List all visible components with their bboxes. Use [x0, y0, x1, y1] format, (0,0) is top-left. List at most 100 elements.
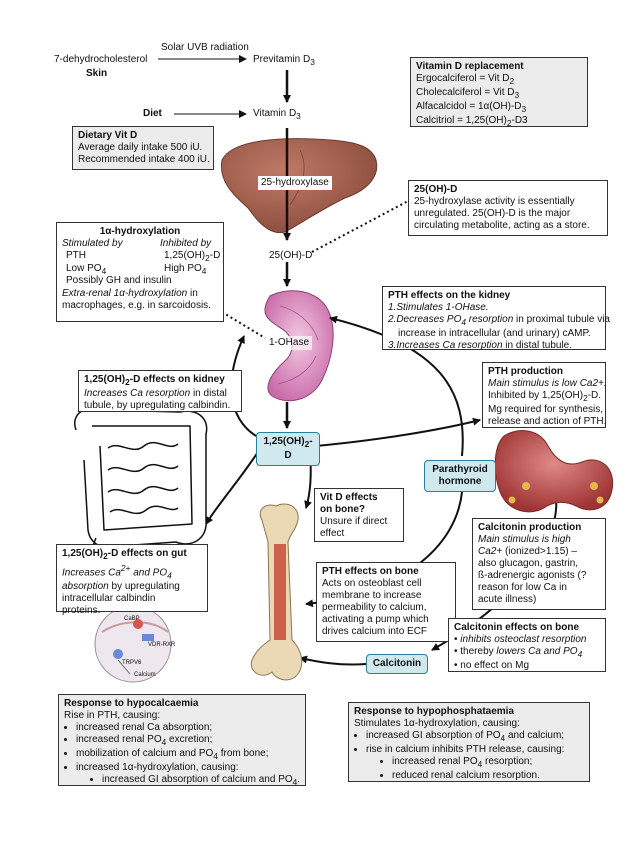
calcitonin-production-line: acute illness) — [478, 594, 537, 605]
inhibited-by-head: Inhibited by — [160, 238, 212, 249]
extra-renal-line: macrophages, e.g. in sarcoidosis. — [62, 300, 211, 311]
oh-d-title: 25(OH)-D — [414, 184, 458, 195]
diet-label: Diet — [143, 108, 162, 119]
oh-d-box: 25(OH)-D 25-hydroxylase activity is esse… — [408, 180, 608, 236]
dietary-line: Recommended intake 400 iU. — [78, 154, 210, 165]
calcitriol-node: 1,25(OH)2-D — [256, 432, 320, 466]
stim-pth: PTH — [66, 250, 86, 261]
dietary-vit-d-box: Dietary Vit D Average daily intake 500 i… — [72, 126, 214, 170]
oh-d-line: circulating metabolite, acting as a stor… — [414, 220, 590, 231]
hypocalcaemia-intro: Rise in PTH, causing: — [64, 710, 161, 721]
hypophosphataemia-intro: Stimulates 1α-hydroxylation, causing: — [354, 718, 520, 729]
pth-production-line: release and action of PTH. — [488, 416, 607, 427]
calcitonin-production-line: also glucagon, gastrin, — [478, 558, 579, 569]
hydroxylation-table: Stimulated by Inhibited by PTH 1,25(OH)2… — [62, 238, 221, 286]
calcitriol-gut-line: absorption by upregulating — [62, 581, 180, 593]
calcitonin-production-title: Calcitonin production — [478, 522, 582, 533]
calcitriol-gut-line: intracellular calbindin — [62, 593, 156, 605]
vitamin-d-replacement-box: Vitamin D replacement Ergocalciferol = V… — [410, 57, 588, 128]
calcitonin-bone-box: Calcitonin effects on bone • inhibits os… — [448, 618, 606, 672]
hydroxylation-box: 1α-hydroxylation Stimulated by Inhibited… — [56, 222, 224, 322]
pth-bone-line: drives calcium into ECF — [322, 626, 428, 637]
replacement-row: Ergocalciferol = Vit D2 — [416, 73, 515, 86]
pth-kidney-line: increase in intracellular (and urinary) … — [398, 328, 591, 339]
pth-kidney-line: 2.Decreases PO4 resorption in proximal t… — [388, 314, 610, 327]
calcitriol-gut-title: 1,25(OH)2-D effects on gut — [62, 548, 187, 561]
inhib-calcitriol: 1,25(OH)2-D — [164, 250, 221, 263]
pth-to-kidney-arrow — [329, 315, 464, 457]
parathyroid-hormone-node: Parathyroid hormone — [424, 460, 496, 492]
pth-production-line: Mg required for synthesis, — [488, 404, 604, 415]
pth-kidney-line: 3.Increases Ca resorption in distal tubu… — [388, 340, 573, 351]
hydroxylation-title: 1α-hydroxylation — [99, 226, 181, 237]
calcitonin-production-box: Calcitonin production Main stimulus is h… — [472, 518, 606, 610]
hydroxylase-25-label: 25-hydroxylase — [258, 176, 332, 190]
vit-d-bone-box: Vit D effects on bone? Unsure if direct … — [314, 488, 404, 542]
hypophosphataemia-subbullet: reduced renal calcium resorption. — [392, 770, 584, 782]
hypocalcaemia-bullet: increased 1α-hydroxylation, causing: — [76, 762, 300, 774]
calcitonin-production-line: ß-adrenergic agonists (? — [478, 570, 587, 581]
femur-icon — [250, 503, 303, 681]
calcitriol-to-parathyroid-arrow — [315, 417, 481, 447]
replacement-row: Cholecalciferol = Vit D3 — [416, 87, 520, 100]
calcitonin-production-line: reason for low Ca in — [478, 582, 567, 593]
pth-bone-line: activating a pump which — [322, 614, 429, 625]
hypophosphataemia-subbullet: increased renal PO4 resorption; — [392, 756, 584, 770]
thyroid-icon — [494, 430, 614, 513]
calcitriol-to-gut-arrow — [205, 445, 263, 525]
hydroxylation-dotted-link — [221, 311, 266, 339]
solar-uvb-label: Solar UVB radiation — [161, 42, 249, 53]
vit-d-bone-title: on bone? — [320, 504, 365, 515]
hypocalcaemia-box: Response to hypocalcaemia Rise in PTH, c… — [58, 694, 306, 788]
inset-vdr-label: VDR-RXR — [148, 642, 176, 648]
replacement-row: Alfacalcidol = 1α(OH)-D3 — [416, 101, 527, 114]
oh-d-25-label: 25(OH)-D — [269, 250, 313, 261]
extra-renal-line: Extra-renal 1α-hydroxylation in — [62, 288, 198, 299]
vitamin-d-replacement-title: Vitamin D replacement — [416, 61, 524, 72]
calcitonin-production-line: Main stimulus is high — [478, 534, 571, 545]
dietary-line: Average daily intake 500 iU. — [78, 142, 203, 153]
vit-d-bone-line: effect — [320, 528, 345, 539]
calcitonin-node: Calcitonin — [366, 654, 428, 674]
pth-production-line: Inhibited by 1,25(OH)2-D. — [488, 390, 602, 403]
calcitonin-bone-title: Calcitonin effects on bone — [454, 622, 580, 633]
oh-d-line: 25-hydroxylase activity is essentially — [414, 196, 575, 207]
calcitriol-kidney-line: Increases Ca resorption in distal — [84, 388, 227, 399]
hypophosphataemia-box: Response to hypophosphataemia Stimulates… — [348, 702, 590, 782]
stim-gh: Possibly GH and insulin — [66, 275, 172, 286]
pth-production-line: Main stimulus is low Ca2+. — [488, 378, 607, 389]
pth-bone-line: Acts on osteoblast cell — [322, 578, 422, 589]
calcitonin-bone-line: • inhibits osteoclast resorption — [454, 634, 587, 645]
inset-trpv6-label: TRPV6 — [122, 660, 142, 666]
previtamin-label: Previtamin D3 — [253, 54, 315, 67]
vit-d-bone-line: Unsure if direct — [320, 516, 388, 527]
calcitriol-gut-line: proteins. — [62, 605, 101, 617]
calcitriol-gut-line: Increases Ca2+ and PO4 — [62, 563, 172, 581]
hypophosphataemia-bullet: increased GI absorption of PO4 and calci… — [366, 730, 584, 744]
pth-bone-box: PTH effects on bone Acts on osteoblast c… — [316, 562, 456, 642]
pth-kidney-title: PTH effects on the kidney — [388, 290, 511, 301]
hypocalcaemia-bullet: mobilization of calcium and PO4 from bon… — [76, 748, 300, 762]
replacement-row: Calcitriol = 1,25(OH)2-D3 — [416, 115, 528, 128]
calcitonin-bone-line: • no effect on Mg — [454, 660, 530, 671]
dehydrocholesterol-label: 7-dehydrocholesterol — [54, 54, 148, 65]
pth-production-box: PTH production Main stimulus is low Ca2+… — [482, 362, 607, 428]
calcitonin-to-bone-arrow — [299, 655, 367, 666]
calcitonin-production-line: Ca2+ (ionized>1.15) – — [478, 546, 577, 557]
hypophosphataemia-bullet: rise in calcium inhibits PTH release, ca… — [366, 744, 584, 756]
one-ohase-label: 1-OHase — [266, 336, 313, 350]
hypocalcaemia-bullet: increased renal PO4 excretion; — [76, 734, 300, 748]
oh-d-dotted-link — [311, 199, 411, 253]
hypocalcaemia-title: Response to hypocalcaemia — [64, 698, 199, 709]
hypocalcaemia-subbullet: increased GI absorption of calcium and P… — [102, 774, 300, 788]
pth-kidney-box: PTH effects on the kidney 1.Stimulates 1… — [382, 286, 610, 351]
inhib-high-po4: High PO4 — [164, 263, 207, 276]
vit-d-bone-title: Vit D effects — [320, 492, 378, 503]
hypophosphataemia-title: Response to hypophosphataemia — [354, 706, 515, 717]
calcitriol-kidney-box: 1,25(OH)2-D effects on kidney Increases … — [78, 370, 242, 412]
vitamin-d3-label: Vitamin D3 — [253, 108, 301, 121]
calcitriol-kidney-line: tubule, by upregulating calbindin. — [84, 400, 231, 411]
calcitriol-kidney-title: 1,25(OH)2-D effects on kidney — [84, 374, 225, 387]
inset-calcium-label: Calcium — [134, 672, 156, 678]
